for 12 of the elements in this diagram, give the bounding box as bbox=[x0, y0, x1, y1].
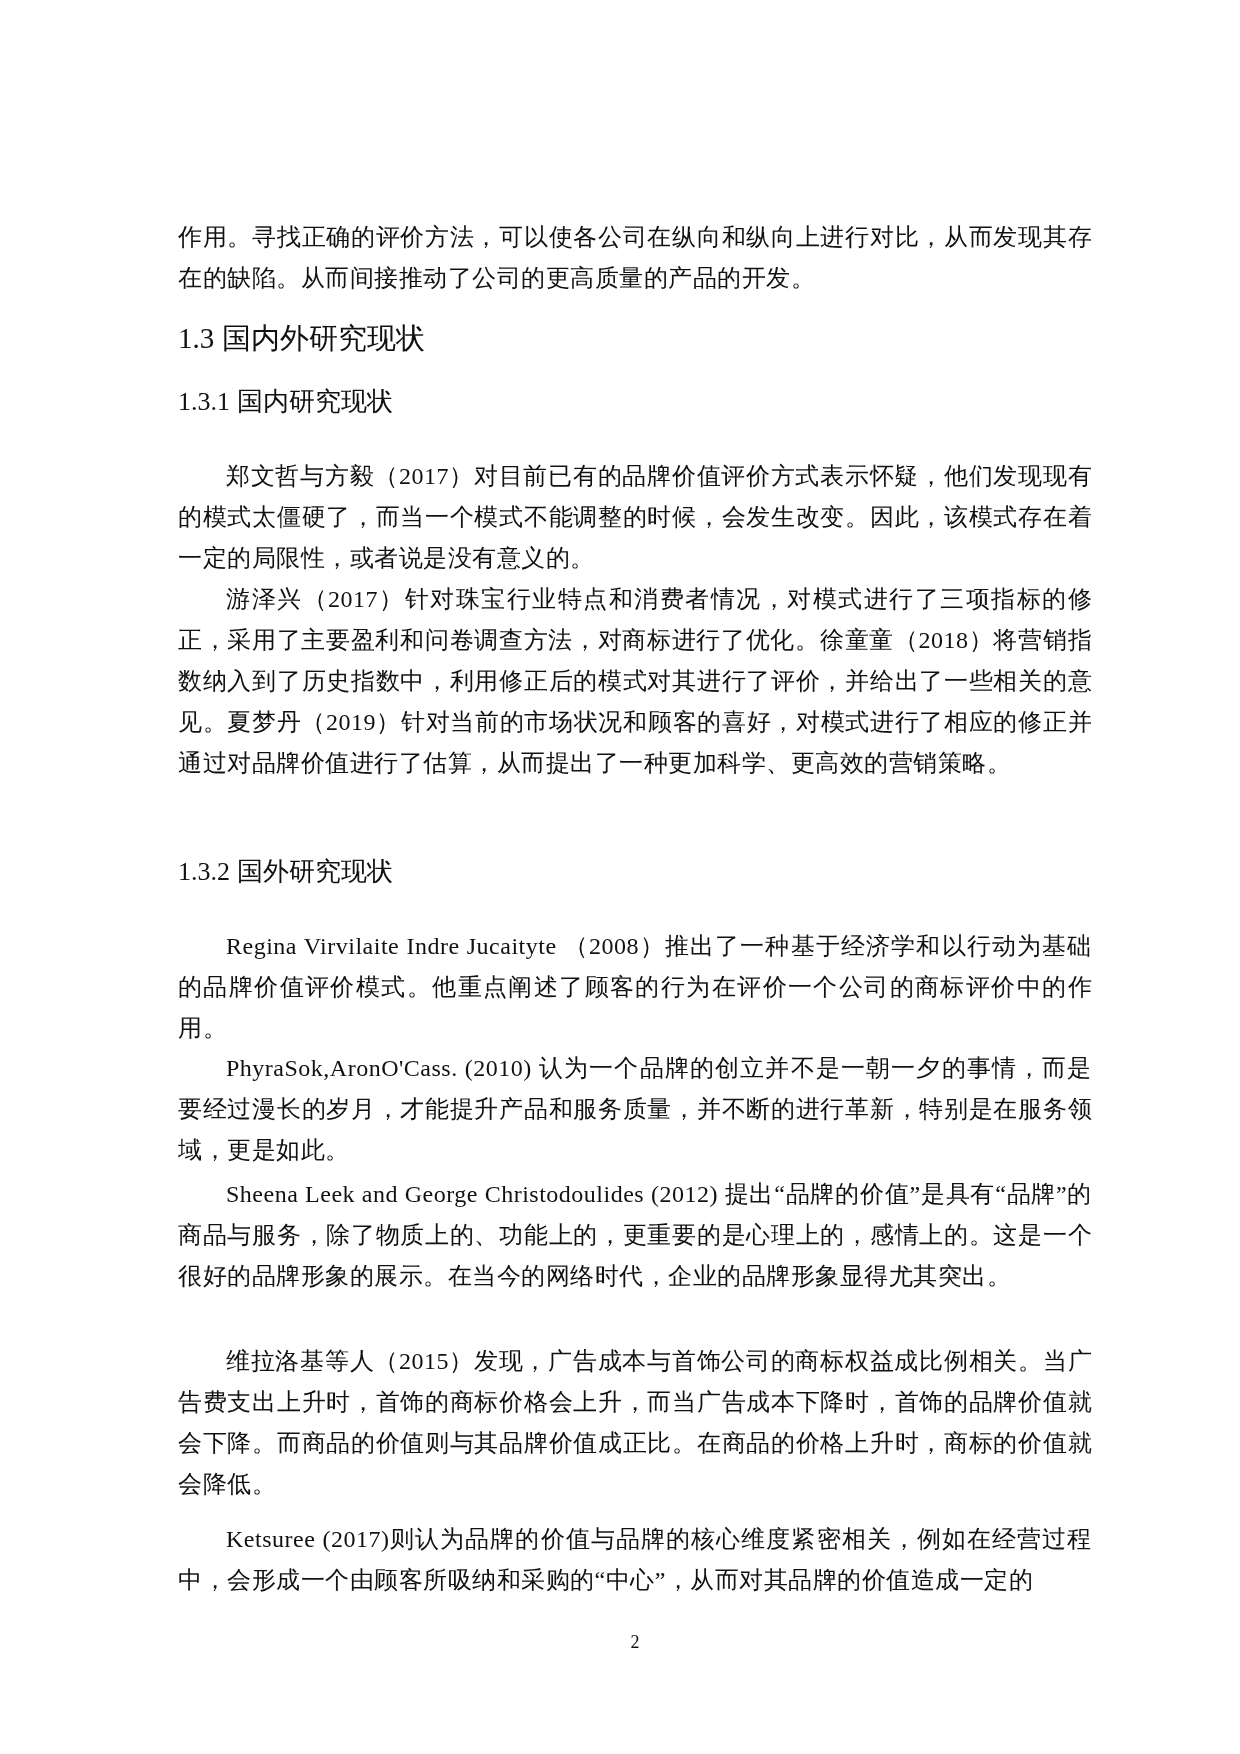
page-number: 2 bbox=[629, 1632, 641, 1653]
body-paragraph: 维拉洛基等人（2015）发现，广告成本与首饰公司的商标权益成比例相关。当广告费支出上升时，首饰的商标价格会上升，而当广告成本下降时，首饰的品牌价值就会下降。而商品的价值则与其品牌价值成正比。在商品的价格上升时，商标的价值就会降低。 bbox=[178, 1347, 1092, 1499]
subsection-heading: 1.3.2 国外研究现状 bbox=[178, 856, 394, 888]
subsection-heading: 1.3.1 国内研究现状 bbox=[178, 386, 394, 418]
body-paragraph: 游泽兴（2017）针对珠宝行业特点和消费者情况，对模式进行了三项指标的修正，采用了主要盈利和问卷调查方法，对商标进行了优化。徐童童（2018）将营销指数纳入到了历史指数中，利用修正后的模式对其进行了评价，并给出了一些相关的意见。夏梦丹（2019）针对当前的市场状况和顾客的喜好，对模式进行了相应的修正并通过对品牌价值进行了估算，从而提出了一种更加科学、更高效的营销策略。 bbox=[178, 585, 1092, 778]
body-paragraph: Ketsuree (2017)则认为品牌的价值与品牌的核心维度紧密相关，例如在经营过程中，会形成一个由顾客所吸纳和采购的“中心”，从而对其品牌的价值造成一定的 bbox=[178, 1525, 1092, 1595]
section-heading: 1.3 国内外研究现状 bbox=[178, 321, 426, 356]
body-paragraph: Regina Virvilaite Indre Jucaityte （2008）推出了一种基于经济学和以行动为基础的品牌价值评价模式。他重点阐述了顾客的行为在评价一个公司的商标评价中的作用。 bbox=[178, 932, 1092, 1043]
body-paragraph: 郑文哲与方毅（2017）对目前已有的品牌价值评价方式表示怀疑，他们发现现有的模式太僵硬了，而当一个模式不能调整的时候，会发生改变。因此，该模式存在着一定的局限性，或者说是没有意义的。 bbox=[178, 462, 1092, 573]
body-paragraph: 作用。寻找正确的评价方法，可以使各公司在纵向和纵向上进行对比，从而发现其存在的缺陷。从而间接推动了公司的更高质量的产品的开发。 bbox=[178, 223, 1092, 293]
body-paragraph: PhyraSok,AronO'Cass. (2010) 认为一个品牌的创立并不是一朝一夕的事情，而是要经过漫长的岁月，才能提升产品和服务质量，并不断的进行革新，特别是在服务领域，更是如此。 bbox=[178, 1054, 1092, 1165]
body-paragraph: Sheena Leek and George Christodoulides (2012) 提出“品牌的价值”是具有“品牌”的商品与服务，除了物质上的、功能上的，更重要的是心理上的，感情上的。这是一个很好的品牌形象的展示。在当今的网络时代，企业的品牌形象显得尤其突出。 bbox=[178, 1180, 1092, 1291]
